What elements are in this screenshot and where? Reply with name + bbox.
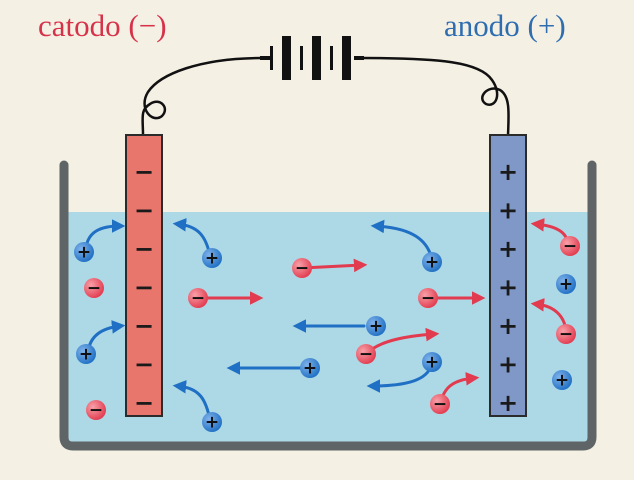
svg-text:−: −: [191, 289, 205, 309]
svg-text:−: −: [421, 289, 435, 309]
svg-text:−: −: [295, 259, 309, 279]
svg-text:+: +: [425, 253, 439, 273]
wire-left: [141, 56, 263, 136]
positive-ion-icon: +: [74, 242, 94, 263]
positive-ion-icon: +: [552, 370, 572, 391]
anode-sign: +: [498, 235, 518, 263]
svg-text:−: −: [87, 279, 101, 299]
svg-text:+: +: [303, 359, 317, 379]
svg-text:+: +: [555, 371, 569, 391]
ion-arrows: [84, 218, 570, 422]
negative-ion-icon: −: [418, 288, 438, 309]
svg-text:+: +: [79, 345, 93, 365]
svg-text:−: −: [359, 345, 373, 365]
anode-label: anodo (+): [444, 8, 566, 43]
negative-ion-arrow: [300, 258, 368, 273]
cathode-sign: −: [134, 235, 154, 263]
svg-text:−: −: [559, 325, 573, 345]
anode-sign: +: [498, 389, 518, 417]
negative-ion-icon: −: [356, 344, 376, 365]
positive-ion-icon: +: [422, 352, 442, 373]
anode-sign: +: [498, 197, 518, 225]
electrode-signs: −+−+−+−+−+−+−+: [134, 158, 518, 417]
svg-text:−: −: [433, 395, 447, 415]
anode-sign: +: [498, 351, 518, 379]
cathode-sign: −: [134, 274, 154, 302]
negative-ion-icon: −: [188, 288, 208, 309]
svg-text:+: +: [369, 317, 383, 337]
anode-sign: +: [498, 312, 518, 340]
negative-ion-icon: −: [86, 400, 106, 421]
negative-ion-icon: −: [84, 278, 104, 299]
cathode-electrode: [125, 134, 163, 417]
cathode-label: catodo (−): [38, 8, 167, 43]
cathode-sign: −: [134, 197, 154, 225]
positive-ion-icon: +: [76, 344, 96, 365]
anode-electrode: [489, 134, 527, 417]
negative-ion-icon: −: [560, 236, 580, 257]
cathode-sign: −: [134, 351, 154, 379]
cathode-sign: −: [134, 312, 154, 340]
svg-text:+: +: [425, 353, 439, 373]
svg-text:+: +: [205, 249, 219, 269]
svg-text:−: −: [89, 401, 103, 421]
positive-ion-icon: +: [300, 358, 320, 379]
cathode-sign: −: [134, 389, 154, 417]
negative-ion-icon: −: [430, 394, 450, 415]
positive-ion-icon: +: [202, 248, 222, 269]
positive-ion-icon: +: [366, 316, 386, 337]
anode-sign: +: [498, 274, 518, 302]
svg-text:+: +: [77, 243, 91, 263]
cathode-sign: −: [134, 158, 154, 186]
wire-right: [361, 56, 510, 136]
negative-ion-icon: −: [292, 258, 312, 279]
svg-text:+: +: [205, 413, 219, 433]
anode-sign: +: [498, 158, 518, 186]
ions-layer: +−+−+−+−++−+−+−−+−+: [74, 236, 580, 433]
container-vessel: [59, 160, 597, 451]
positive-ion-icon: +: [422, 252, 442, 273]
svg-text:+: +: [559, 275, 573, 295]
negative-ion-icon: −: [556, 324, 576, 345]
battery-icon: [260, 36, 364, 80]
positive-ion-icon: +: [202, 412, 222, 433]
positive-ion-icon: +: [556, 274, 576, 295]
svg-text:−: −: [563, 237, 577, 257]
